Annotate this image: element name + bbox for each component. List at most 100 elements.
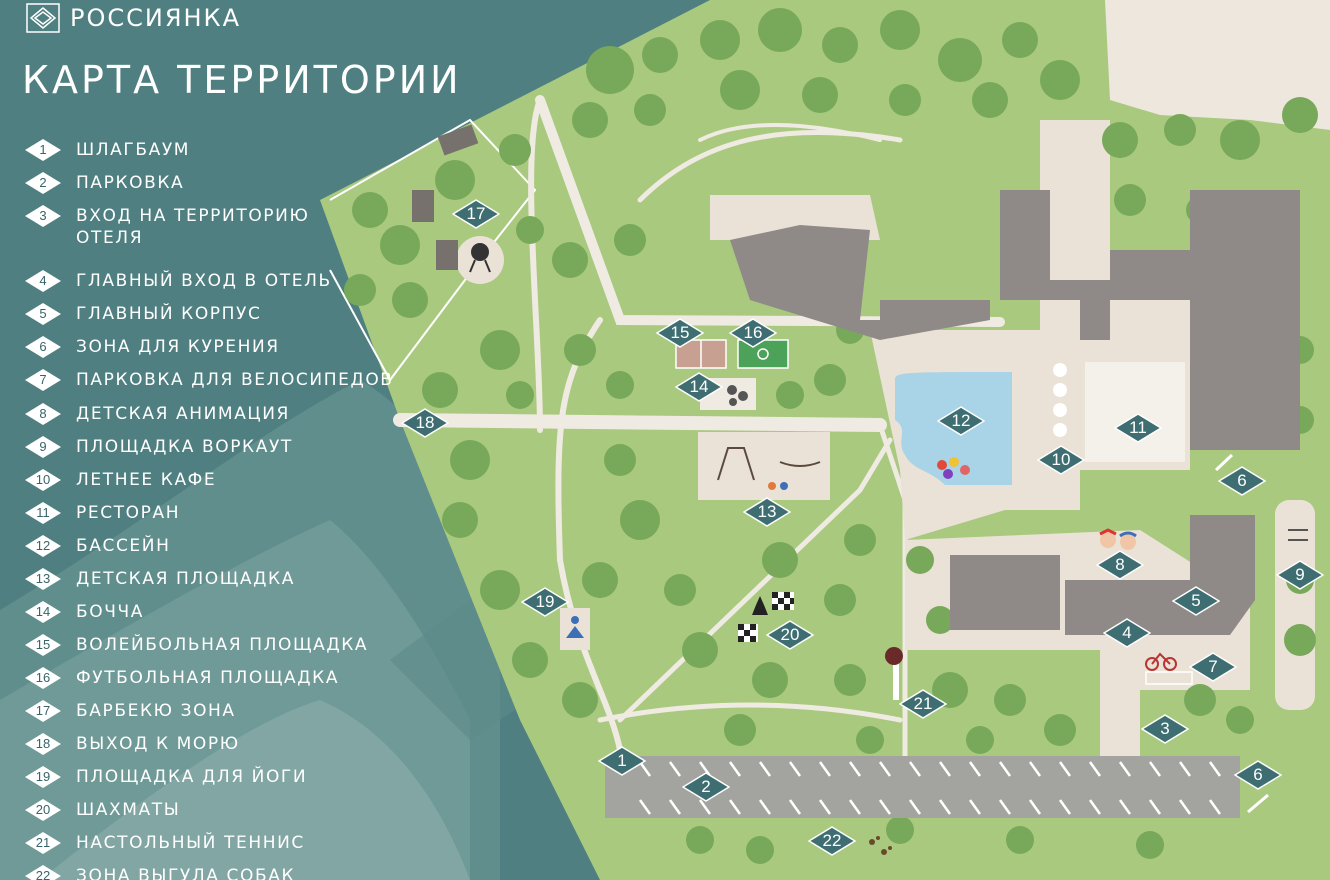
legend-number-badge: 3 [24, 204, 62, 228]
legend-item-21[interactable]: 21 НАСТОЛЬНЫЙ ТЕННИС [24, 831, 305, 855]
workout-bars-icon [1288, 529, 1308, 541]
kids-faces-icon [1099, 528, 1137, 550]
legend-label: НАСТОЛЬНЫЙ ТЕННИС [76, 833, 305, 853]
legend-number: 5 [39, 306, 47, 321]
legend-number: 1 [39, 142, 47, 157]
marker-label: 2 [701, 777, 711, 796]
bbq-pavilions [412, 124, 479, 270]
bocce-balls-icon [700, 378, 756, 410]
legend-number: 8 [39, 406, 47, 421]
marker-label: 4 [1122, 623, 1132, 642]
map-marker-6-smoking-parking[interactable]: 6 [1234, 760, 1282, 790]
map-marker-17[interactable]: 17 [452, 199, 500, 229]
map-marker-11[interactable]: 11 [1114, 413, 1162, 443]
map-marker-22[interactable]: 22 [808, 826, 856, 856]
map-marker-1[interactable]: 1 [598, 746, 646, 776]
legend-number-badge: 20 [24, 798, 62, 822]
legend-number: 21 [35, 835, 51, 850]
legend-label: БАРБЕКЮ ЗОНА [76, 701, 236, 721]
marker-label: 16 [743, 323, 763, 342]
map-marker-20[interactable]: 20 [766, 620, 814, 650]
map-marker-12[interactable]: 12 [937, 406, 985, 436]
marker-label: 5 [1191, 591, 1201, 610]
legend-number-badge: 2 [24, 171, 62, 195]
layered-diamond-logo-icon [26, 3, 60, 33]
legend-number: 7 [39, 372, 47, 387]
legend-number: 18 [35, 736, 51, 751]
map-marker-4[interactable]: 4 [1103, 618, 1151, 648]
yoga-person-icon [560, 608, 590, 650]
legend-label: ДЕТСКАЯ ПЛОЩАДКА [76, 569, 295, 589]
legend-number-badge: 7 [24, 368, 62, 392]
legend-number-badge: 11 [24, 501, 62, 525]
parasols-icon [1053, 363, 1067, 437]
legend-number: 13 [35, 571, 51, 586]
legend-label: РЕСТОРАН [76, 503, 181, 523]
legend-label: ФУТБОЛЬНАЯ ПЛОЩАДКА [76, 668, 340, 688]
legend-item-11[interactable]: 11 РЕСТОРАН [24, 501, 180, 525]
map-marker-3[interactable]: 3 [1141, 714, 1189, 744]
marker-label: 12 [951, 411, 971, 430]
legend-item-9[interactable]: 9 ПЛОЩАДКА ВОРКАУТ [24, 435, 293, 459]
map-marker-18[interactable]: 18 [401, 408, 449, 438]
map-marker-10[interactable]: 10 [1037, 445, 1085, 475]
marker-label: 1 [617, 751, 627, 770]
sport-courts [675, 339, 789, 369]
legend-item-7[interactable]: 7 ПАРКОВКА ДЛЯ ВЕЛОСИПЕДОВ [24, 368, 394, 392]
legend-label: БОЧЧА [76, 602, 144, 622]
legend-number-badge: 16 [24, 666, 62, 690]
legend-label: ЛЕТНЕЕ КАФЕ [76, 470, 217, 490]
legend-number: 2 [39, 175, 47, 190]
map-marker-21[interactable]: 21 [899, 689, 947, 719]
marker-label: 21 [913, 694, 933, 713]
map-marker-8[interactable]: 8 [1096, 550, 1144, 580]
map-marker-7[interactable]: 7 [1189, 652, 1237, 682]
map-marker-16[interactable]: 16 [729, 318, 777, 348]
map-marker-19[interactable]: 19 [521, 587, 569, 617]
legend-number: 10 [35, 472, 51, 487]
legend-item-16[interactable]: 16 ФУТБОЛЬНАЯ ПЛОЩАДКА [24, 666, 339, 690]
bbq-zone-outline [329, 118, 537, 382]
map-marker-15[interactable]: 15 [656, 318, 704, 348]
map-marker-2[interactable]: 2 [682, 772, 730, 802]
brand-name: РОССИЯНКА [70, 4, 242, 32]
marker-label: 10 [1051, 450, 1071, 469]
bicycle-icon [1145, 652, 1193, 685]
map-marker-5[interactable]: 5 [1172, 586, 1220, 616]
legend-number: 9 [39, 439, 47, 454]
map-marker-13[interactable]: 13 [743, 497, 791, 527]
legend-number: 4 [39, 273, 47, 288]
map-marker-9[interactable]: 9 [1276, 560, 1324, 590]
legend-item-10[interactable]: 10 ЛЕТНЕЕ КАФЕ [24, 468, 216, 492]
map-marker-14[interactable]: 14 [675, 372, 723, 402]
legend-label: ПАРКОВКА ДЛЯ ВЕЛОСИПЕДОВ [76, 370, 394, 390]
table-tennis-icon [885, 647, 903, 700]
marker-label: 13 [757, 502, 777, 521]
legend-number-badge: 18 [24, 732, 62, 756]
map-marker-6-smoking[interactable]: 6 [1218, 466, 1266, 496]
legend-number-badge: 4 [24, 269, 62, 293]
legend-number-badge: 19 [24, 765, 62, 789]
legend-number-badge: 12 [24, 534, 62, 558]
beach-sand-area [1105, 0, 1330, 130]
legend-item-13[interactable]: 13 ДЕТСКАЯ ПЛОЩАДКА [24, 567, 295, 591]
restaurant-terrace [1085, 362, 1185, 462]
legend-label: ПЛОЩАДКА ВОРКАУТ [76, 437, 293, 457]
